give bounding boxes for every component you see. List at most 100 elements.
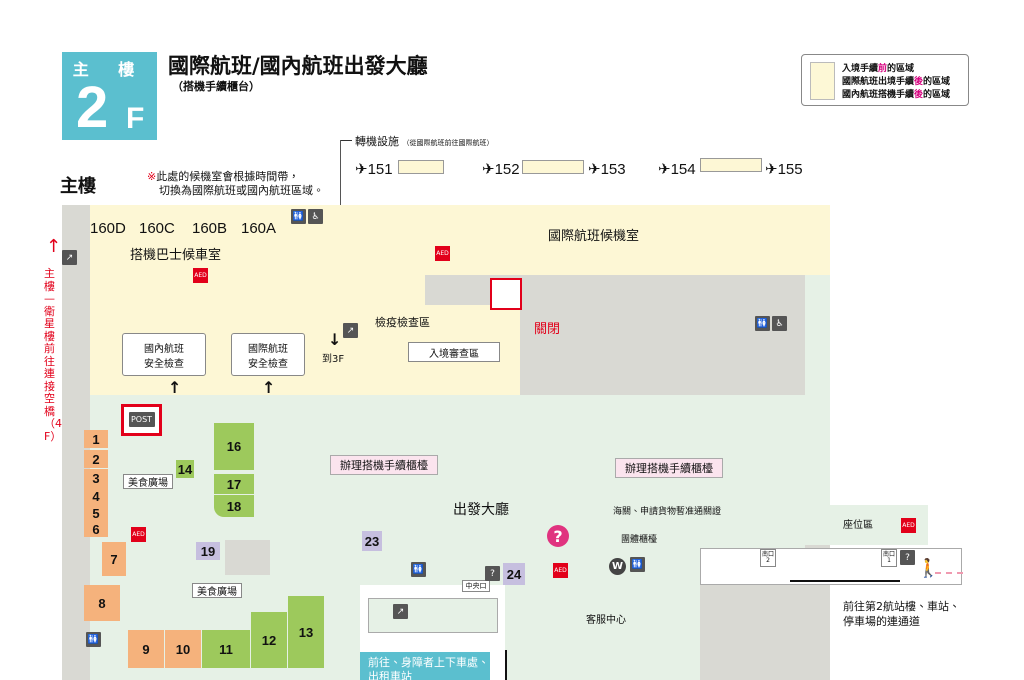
legend: 入境手續前的區域 國際航班出境手續後的區域 國內航班搭機手續後的區域 [801, 54, 969, 106]
checkin-counter-label: 辦理搭機手續櫃檯 [330, 455, 438, 475]
legend-text: 入境手續 [842, 64, 879, 74]
counter-11: 11 [202, 630, 250, 668]
phone-icon: ? [485, 566, 500, 581]
walkway-arrow [790, 580, 900, 582]
hall-area [255, 420, 805, 550]
aed-icon: AED [131, 527, 146, 542]
seating-label: 座位區 [843, 520, 873, 531]
south-exit-2: 南口 2 [760, 549, 776, 567]
to-terminal2-label: 前往第2航站樓、車站、 [843, 600, 960, 613]
legend-swatch [810, 62, 835, 100]
main-building-label: 主樓 [60, 176, 96, 197]
escalator-icon: ↗ [393, 604, 408, 619]
to-bus-label: 前往、身障者上下車處、 [368, 656, 489, 669]
checkin-counter-label-2: 辦理搭機手續櫃檯 [615, 458, 723, 478]
aed-icon: AED [553, 563, 568, 578]
domestic-security-check: 國內航班 安全檢查 [122, 333, 206, 376]
restroom-icon: 🚻 [291, 209, 306, 224]
legend-text: 的區域 [923, 90, 951, 100]
arrow-up-icon: ↑ [262, 378, 276, 397]
legend-text: 的區域 [887, 64, 915, 74]
phone-icon: ? [900, 550, 915, 565]
legend-line-2: 國際航班出境手續後的區域 [842, 74, 950, 87]
wall-block [225, 540, 270, 575]
accessible-icon: ♿ [772, 316, 787, 331]
walking-person-icon: 🚶 [917, 558, 940, 579]
group-counter-label: 團體櫃檯 [621, 535, 658, 545]
arrow-down-icon: ↓ [328, 330, 342, 349]
escalator-icon: ↗ [62, 250, 77, 265]
counter-3: 3 [84, 469, 108, 487]
legend-text: 國內航班搭機手續 [842, 90, 915, 100]
legend-highlight: 前 [878, 64, 888, 74]
pointer-line [505, 650, 507, 680]
jet-bridge [398, 160, 444, 174]
bus-gate-160b: 160B [192, 220, 228, 237]
restroom-icon: 🚻 [86, 632, 101, 647]
transfer-note: （從國際航班前往國際航班） [402, 139, 494, 147]
legend-text: 的區域 [923, 77, 951, 87]
legend-highlight: 後 [914, 90, 924, 100]
counter-8: 8 [84, 585, 120, 621]
bus-gate-160a: 160A [241, 220, 277, 237]
closed-restroom [490, 278, 522, 310]
counter-6: 6 [84, 521, 108, 537]
post-icon: POST [128, 412, 155, 427]
aed-icon: AED [435, 246, 450, 261]
gate-152: ✈152 [482, 161, 520, 178]
aed-icon: AED [193, 268, 208, 283]
arrow-up-icon: ↑ [168, 378, 182, 397]
restroom-icon: 🚻 [411, 562, 426, 577]
transfer-label: 轉機設施 （從國際航班前往國際航班） [355, 133, 494, 149]
counter-17: 17 [214, 474, 254, 494]
info-icon: ? [547, 525, 569, 547]
aed-icon: AED [901, 518, 916, 533]
floor-suffix: F [126, 102, 145, 135]
up-arrow-icon: ↑ [46, 236, 62, 257]
counter-24: 24 [503, 563, 525, 585]
to-bus-label-2: 出租車站 [368, 670, 412, 680]
departure-hall-label: 出發大廳 [453, 502, 509, 518]
bus-lounge-label: 搭機巴士候車室 [130, 248, 222, 263]
gate-155: ✈155 [765, 161, 803, 178]
legend-line-1: 入境手續前的區域 [842, 61, 914, 74]
counter-14: 14 [176, 460, 194, 478]
jet-bridge [522, 160, 584, 174]
customer-service-label: 客服中心 [586, 615, 626, 626]
counter-5: 5 [84, 505, 108, 521]
transfer-line [340, 140, 352, 141]
food-court-label: 美食廣場 [123, 474, 173, 489]
transfer-label-text: 轉機設施 [355, 135, 399, 148]
counter-18: 18 [214, 495, 254, 517]
hall-area [368, 598, 498, 633]
immigration-label: 入境審查區 [408, 342, 500, 362]
intl-lounge-label: 國際航班候機室 [548, 229, 640, 244]
customs-label: 海關、申請貨物暫准通關證 [613, 507, 722, 517]
note-line1: 此處的候機室會根據時間帶， [156, 170, 300, 183]
note: ※此處的候機室會根據時間帶， [147, 168, 299, 184]
accessible-icon: ♿ [308, 209, 323, 224]
counter-2: 2 [84, 450, 108, 468]
counter-13: 13 [288, 596, 324, 668]
page-subtitle: （搭機手續櫃台） [172, 80, 260, 93]
legend-line-3: 國內航班搭機手續後的區域 [842, 87, 950, 100]
counter-12: 12 [251, 612, 287, 668]
post-office: POST [121, 404, 162, 436]
counter-23: 23 [362, 531, 382, 551]
restroom-icon: 🚻 [630, 557, 645, 572]
transfer-line [340, 140, 341, 250]
food-court-label-2: 美食廣場 [192, 583, 242, 598]
gate-154: ✈154 [658, 161, 696, 178]
counter-7: 7 [102, 542, 126, 576]
intl-security-check: 國際航班 安全檢查 [231, 333, 305, 376]
counter-1: 1 [84, 430, 108, 448]
bus-gate-160d: 160D [90, 220, 126, 237]
walkway-dashed-arrow [935, 572, 963, 574]
counter-16: 16 [214, 423, 254, 470]
page-title: 國際航班/國內航班出發大廳 [168, 54, 428, 78]
counter-4: 4 [84, 487, 108, 505]
floor-number: 2 [76, 75, 109, 140]
counter-9: 9 [128, 630, 164, 668]
floor-badge: 主 樓 2 F [62, 52, 157, 140]
building-label: 主 樓 [72, 60, 147, 79]
